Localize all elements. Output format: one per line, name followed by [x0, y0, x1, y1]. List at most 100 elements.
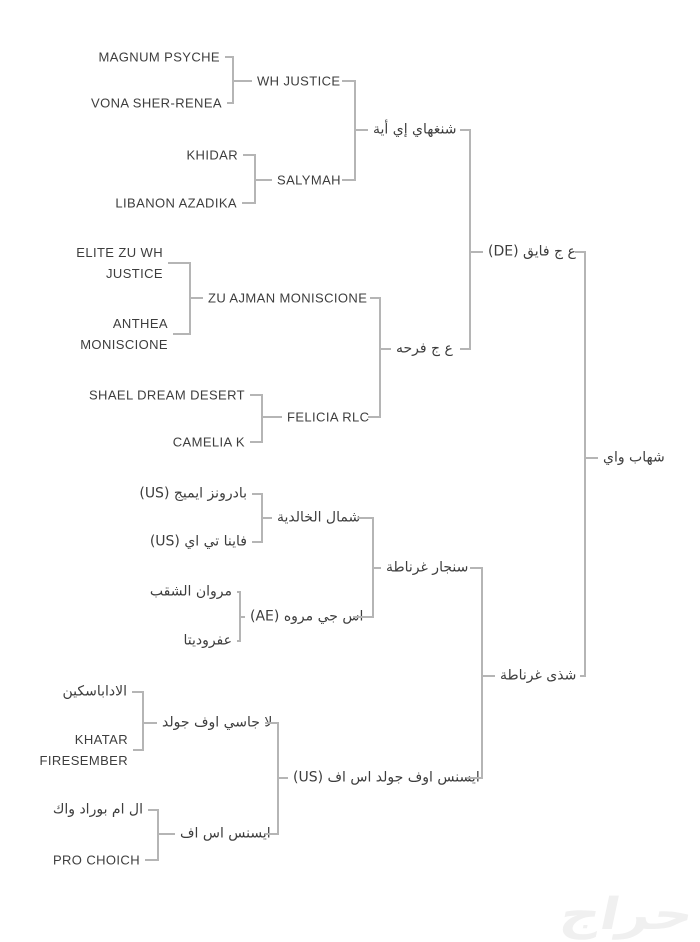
pedigree-node-essence-of-gold-sf: ايسنس اوف جولد اس اف (US) [293, 768, 480, 789]
pedigree-node-afrodita: عفروديتا [183, 631, 232, 652]
connector-line [143, 722, 157, 724]
connector-line [342, 80, 355, 82]
node-label: VONA SHER-RENEA [91, 95, 222, 111]
pedigree-node-camelia-k: CAMELIA K [173, 432, 245, 453]
connector-line [584, 251, 586, 677]
connector-line [353, 616, 373, 618]
node-label: FIRESEMBER [39, 753, 128, 768]
pedigree-node-zu-ajman-moniscione: ZU AJMAN MONISCIONE [208, 288, 367, 309]
connector-line [482, 675, 495, 677]
node-label: SALYMAH [277, 172, 341, 188]
connector-line [225, 56, 233, 58]
pedigree-node-shatha-gharnata: شذى غرناطة [500, 666, 576, 687]
node-label: ايسنس اس اف [180, 825, 271, 842]
node-label: KHATAR [74, 732, 128, 747]
pedigree-node-shanghai-ea: شنغهاي إي أية [373, 120, 456, 141]
pedigree-node-shael-dream-desert: SHAEL DREAM DESERT [89, 385, 245, 406]
node-label: بادرونز ايميج (US) [139, 485, 247, 502]
node-label: لا جاسي اوف جولد [162, 714, 273, 731]
connector-line [250, 441, 262, 443]
connector-line [173, 333, 190, 335]
node-label: CAMELIA K [172, 434, 245, 450]
connector-line [342, 179, 355, 181]
connector-line [240, 616, 245, 618]
connector-line [380, 348, 391, 350]
node-label: سنجار غرناطة [386, 559, 469, 576]
node-label: FELICIA RLC [287, 409, 370, 425]
node-label: KHIDAR [186, 147, 238, 163]
connector-line [148, 809, 158, 811]
node-label: MAGNUM PSYCHE [98, 49, 220, 65]
node-label: شنغهاي إي أية [373, 121, 457, 138]
connector-line [580, 675, 585, 677]
connector-line [237, 591, 240, 593]
node-label: JUSTICE [106, 266, 163, 281]
node-label: ال ام بوراد واك [52, 801, 143, 818]
connector-line [373, 567, 381, 569]
pedigree-node-salymah: SALYMAH [277, 170, 341, 191]
connector-line [265, 722, 278, 724]
pedigree-node-sinjar-gharnata: سنجار غرناطة [386, 558, 468, 579]
node-label: عفروديتا [183, 632, 232, 649]
pedigree-node-al-adabaskin: الاداباسكين [62, 682, 127, 703]
pedigree-node-essence-sf: ايسنس اس اف [180, 824, 271, 845]
pedigree-node-shamal-al-khalidiah: شمال الخالدية [277, 508, 360, 529]
connector-line [157, 809, 159, 861]
connector-line [460, 348, 470, 350]
connector-line [168, 262, 190, 264]
node-label: مروان الشقب [149, 583, 232, 600]
node-label: فاينا تي اي (US) [149, 533, 247, 550]
node-label: MONISCIONE [80, 337, 168, 352]
connector-line [243, 154, 255, 156]
connector-line [467, 777, 482, 779]
connector-line [355, 129, 368, 131]
connector-line [469, 129, 471, 350]
pedigree-node-la-jassi-of-gold: لا جاسي اوف جولد [162, 713, 272, 734]
node-label: شذى غرناطة [500, 667, 577, 684]
connector-line [255, 179, 272, 181]
pedigree-node-felicia-rlc: FELICIA RLC [287, 407, 369, 428]
node-label: WH JUSTICE [257, 73, 341, 89]
node-label: LIBANON AZADIKA [115, 195, 237, 211]
node-label: SHAEL DREAM DESERT [88, 387, 245, 403]
pedigree-node-libanon-azadika: LIBANON AZADIKA [115, 193, 237, 214]
node-label: اس جي مروه (AE) [250, 608, 364, 625]
connector-line [233, 80, 252, 82]
connector-line [278, 777, 288, 779]
connector-line [261, 394, 263, 443]
pedigree-node-elite-zu-wh-justice: ELITE ZU WH JUSTICE [76, 242, 163, 284]
connector-line [481, 567, 483, 779]
pedigree-node-padrons-image: بادرونز ايميج (US) [139, 484, 247, 505]
node-label: شهاب واي [603, 449, 665, 466]
connector-line [370, 297, 380, 299]
connector-line [145, 859, 158, 861]
node-label: ايسنس اوف جولد اس اف (US) [293, 769, 480, 786]
pedigree-node-aj-farha: ع ج فرحه [396, 339, 453, 360]
pedigree-node-shihab-way: شهاب واي [603, 448, 665, 469]
node-label: ELITE ZU WH [76, 245, 163, 260]
connector-line [368, 416, 380, 418]
pedigree-node-pro-choich: PRO CHOICH [53, 850, 140, 871]
connector-line [575, 251, 585, 253]
node-label: الاداباسكين [62, 683, 127, 700]
connector-line [132, 691, 143, 693]
connector-line [358, 517, 373, 519]
haraj-watermark: حراج [555, 889, 699, 940]
pedigree-node-magnum-psyche: MAGNUM PSYCHE [99, 47, 221, 68]
connector-line [460, 129, 470, 131]
connector-line [158, 833, 175, 835]
pedigree-node-khatar-firesember: KHATAR FIRESEMBER [39, 729, 128, 771]
node-label: ZU AJMAN MONISCIONE [208, 290, 368, 306]
node-label: ع ج فايق (DE) [488, 243, 576, 260]
connector-line [190, 297, 203, 299]
pedigree-node-al-m-borad-wak: ال ام بوراد واك [53, 800, 143, 821]
connector-line [133, 749, 143, 751]
pedigree-node-aj-fayeq: ع ج فايق (DE) [488, 242, 576, 263]
node-label: PRO CHOICH [52, 852, 140, 868]
pedigree-node-vona-sher-renea: VONA SHER-RENEA [91, 93, 222, 114]
connector-line [379, 297, 381, 418]
pedigree-node-sg-marwa: اس جي مروه (AE) [250, 607, 363, 628]
node-label: ع ج فرحه [396, 340, 453, 357]
